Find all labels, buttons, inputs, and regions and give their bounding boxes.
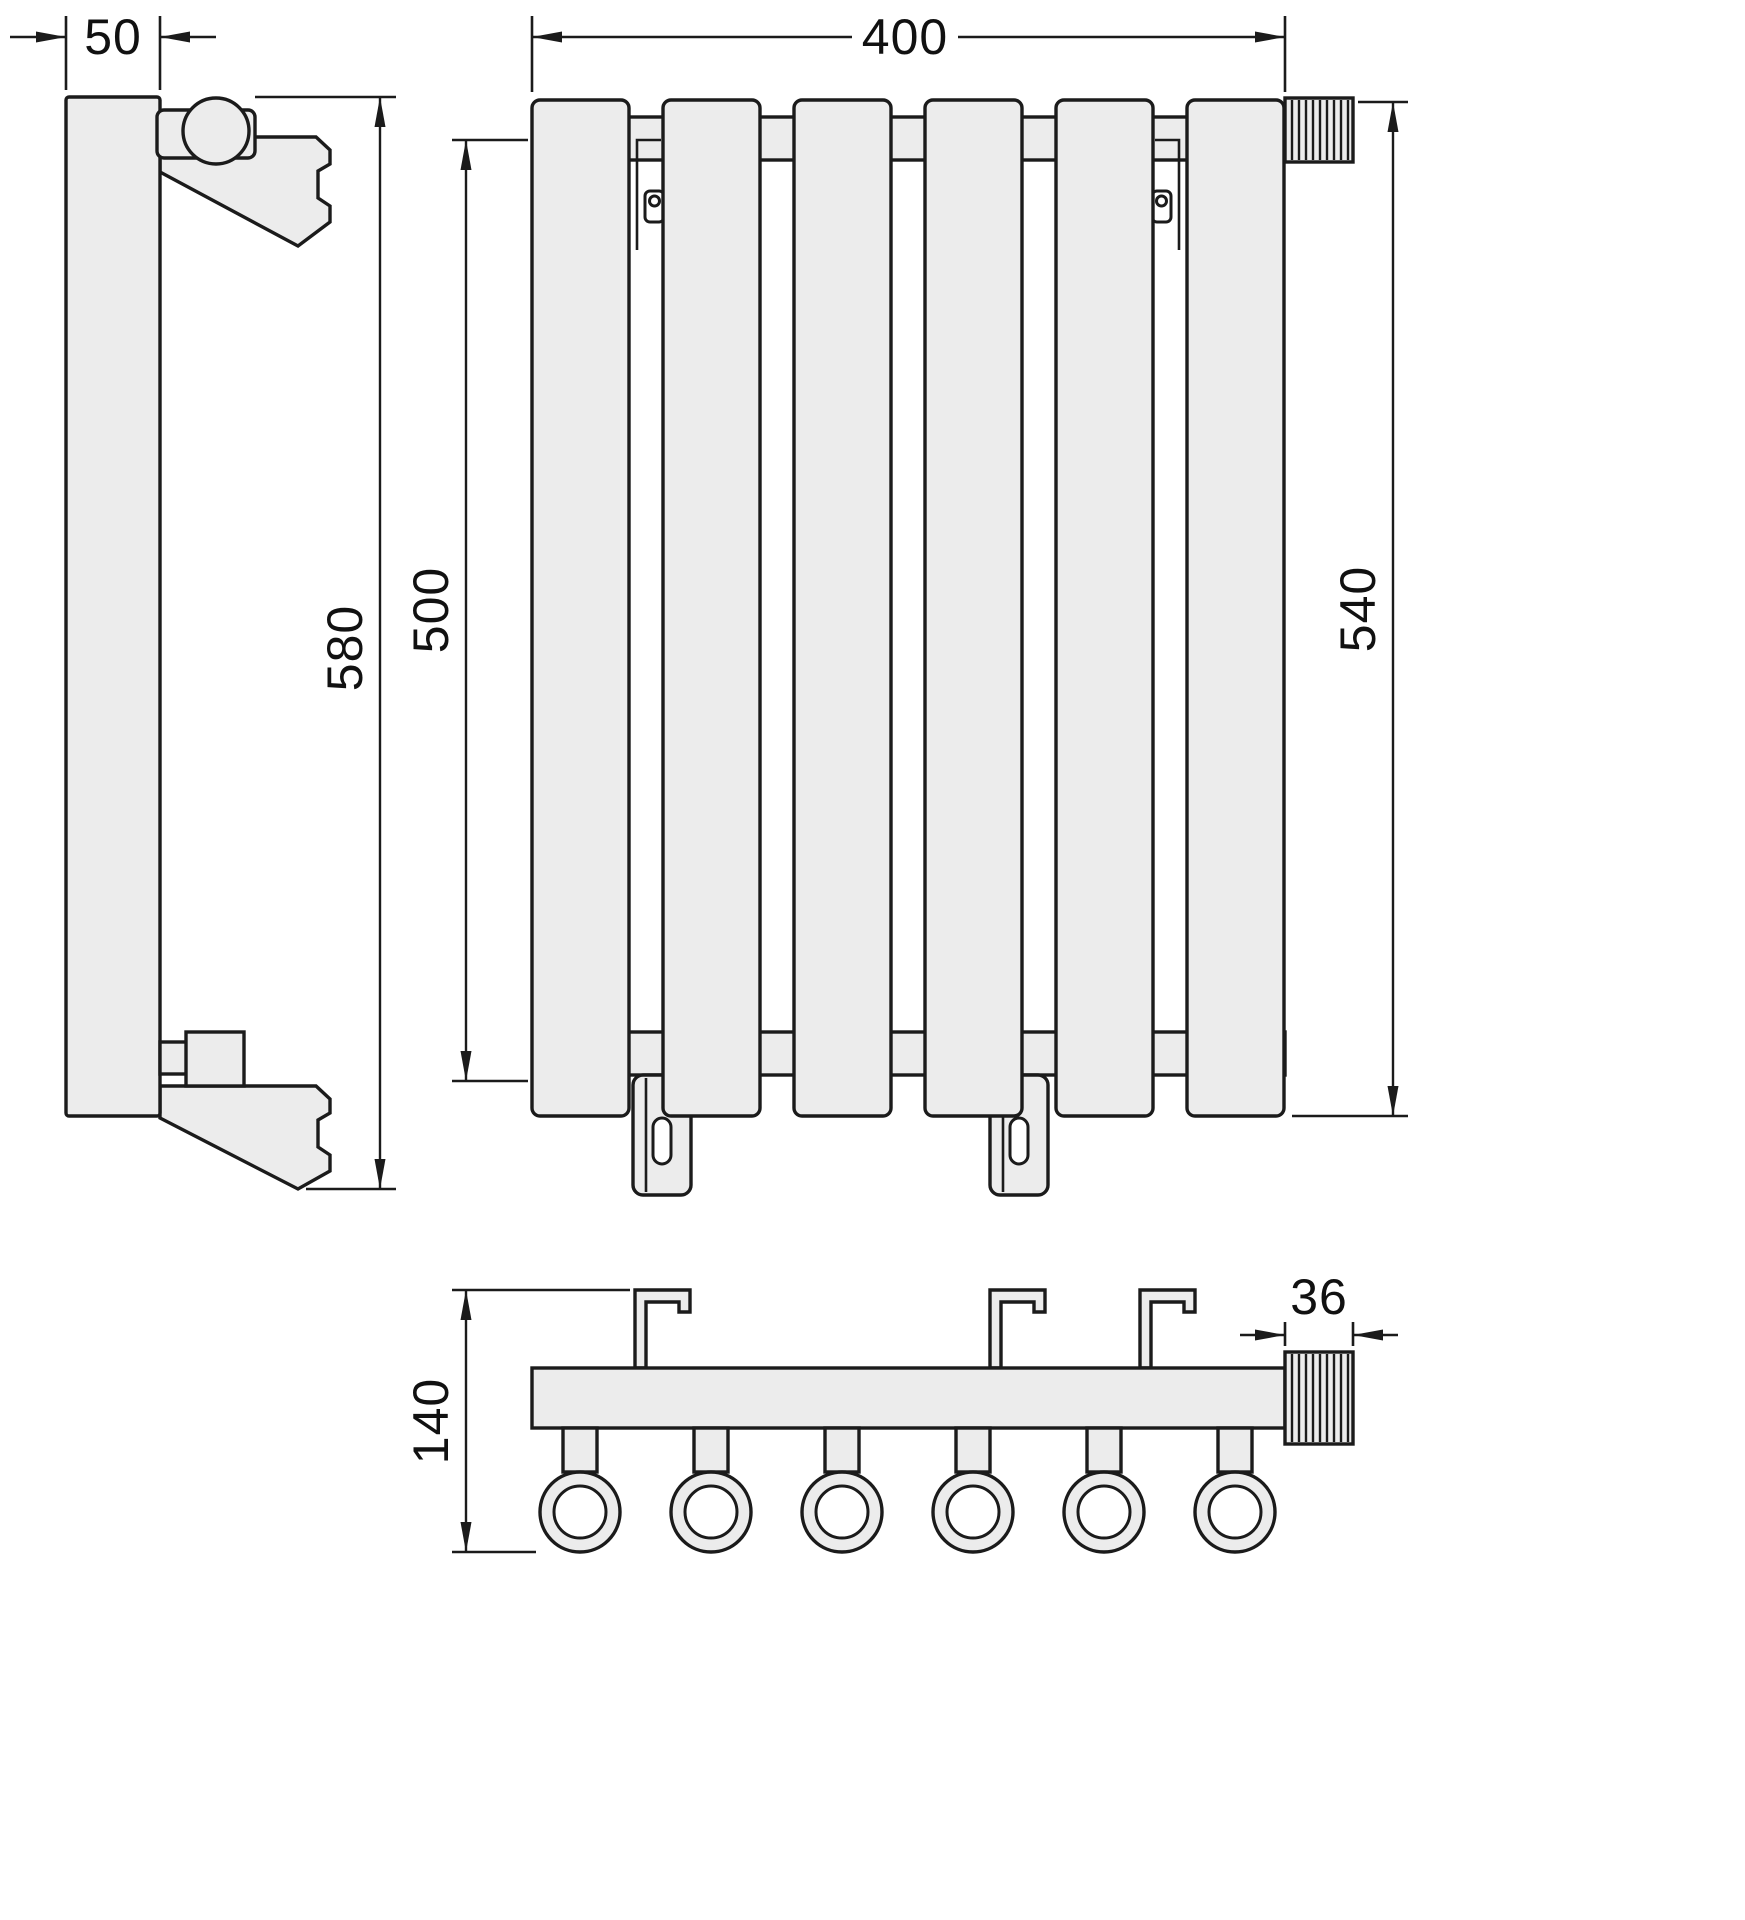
bottom-view [530, 1288, 1355, 1554]
dimension-label-connector-width: 36 [1290, 1269, 1348, 1325]
dimension-label-depth: 50 [84, 9, 142, 65]
arrowhead [160, 31, 190, 43]
pipe-ring-inner [814, 1484, 870, 1540]
arrowhead [36, 31, 66, 43]
dimension-bracket-spacing-500: 500 [403, 138, 528, 1083]
plate-slot [1008, 1116, 1030, 1166]
pipe-stub [692, 1426, 730, 1474]
dimension-label-bracket-spacing: 500 [403, 567, 459, 653]
pipe-connection-5 [1062, 1426, 1146, 1554]
mounting-bracket-top-left [635, 138, 666, 250]
manifold-top [538, 115, 1287, 162]
wall-bracket-bottom [158, 1084, 332, 1191]
radiator-side-panel [64, 95, 162, 1118]
arrowhead [1255, 1329, 1285, 1341]
pipe-stub [954, 1426, 992, 1474]
arrowhead [460, 1290, 472, 1320]
thread-hatching [1290, 100, 1350, 160]
pipe-stub [1216, 1426, 1254, 1474]
pipe-stub [1085, 1426, 1123, 1474]
bracket-hook-1 [633, 1288, 692, 1370]
dimension-width-400: 400 [530, 9, 1287, 92]
dimension-height-540: 540 [1292, 100, 1408, 1118]
radiator-slat-3 [792, 98, 893, 1118]
bracket-hole [648, 194, 661, 208]
dimension-depth-50: 50 [10, 9, 216, 90]
arrowhead [1387, 102, 1399, 132]
pipe-connection-3 [800, 1426, 884, 1554]
collector-bar [530, 1366, 1287, 1430]
arrowhead [374, 97, 386, 127]
mounting-bracket-top-right [1150, 138, 1181, 250]
radiator-slat-6 [1185, 98, 1286, 1118]
arrowhead [532, 31, 562, 43]
dimension-label-width: 400 [862, 9, 948, 65]
dimension-label-side-height: 580 [317, 605, 373, 691]
arrowhead [1387, 1086, 1399, 1116]
radiator-slat-4 [923, 98, 1024, 1118]
dimension-side-height-580: 580 [255, 95, 396, 1191]
pipe-ring-inner [552, 1484, 608, 1540]
radiator-slat-5 [1054, 98, 1155, 1118]
wall-bracket-top [158, 135, 332, 249]
pipe-connection-1 [538, 1426, 622, 1554]
dimension-connector-36: 36 [1240, 1269, 1398, 1346]
front-view [530, 96, 1355, 1197]
pipe-stub [561, 1426, 599, 1474]
dimension-bottom-height-140: 140 [403, 1288, 630, 1554]
dimension-label-height: 540 [1330, 566, 1386, 652]
bracket-hook-2 [988, 1288, 1047, 1370]
pipe-connection-4 [931, 1426, 1015, 1554]
pipe-ring-inner [683, 1484, 739, 1540]
pipe-ring-inner [1207, 1484, 1263, 1540]
valve-body-bottom [184, 1030, 246, 1088]
arrowhead [374, 1159, 386, 1189]
valve-connector-bottom [158, 1040, 190, 1076]
radiator-slat-2 [661, 98, 762, 1118]
pipe-connection-2 [669, 1426, 753, 1554]
arrowhead [1353, 1329, 1383, 1341]
side-view [64, 95, 332, 1191]
plate-slot [651, 1116, 673, 1166]
dimension-label-bottom-height: 140 [403, 1378, 459, 1464]
pipe-stub [823, 1426, 861, 1474]
threaded-connector-bottom [1283, 1350, 1355, 1446]
manifold-bottom [538, 1030, 1287, 1077]
arrowhead [460, 140, 472, 170]
bracket-hole [1155, 194, 1168, 208]
threaded-connector-top [1283, 96, 1355, 164]
pipe-connection-6 [1193, 1426, 1277, 1554]
thread-hatching [1290, 1354, 1350, 1442]
arrowhead [1255, 31, 1285, 43]
pipe-ring-inner [945, 1484, 1001, 1540]
radiator-slat-1 [530, 98, 631, 1118]
bracket-hook-3 [1138, 1288, 1197, 1370]
arrowhead [460, 1051, 472, 1081]
arrowhead [460, 1522, 472, 1552]
thermostat-knob [181, 96, 251, 166]
pipe-ring-inner [1076, 1484, 1132, 1540]
